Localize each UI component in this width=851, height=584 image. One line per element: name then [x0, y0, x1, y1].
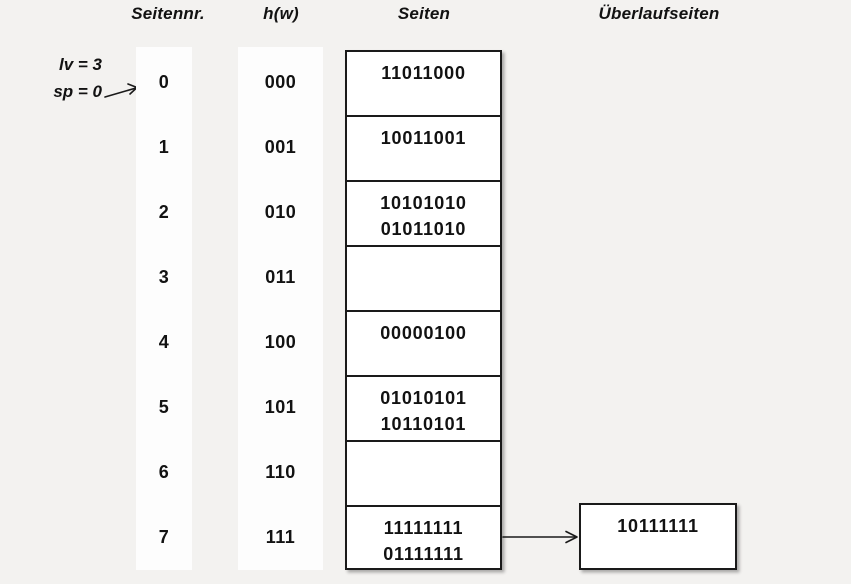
page-cell-6 — [347, 442, 500, 507]
page-cell-5: 01010101 10110101 — [347, 377, 500, 442]
page-number: 5 — [158, 397, 170, 417]
hash-value: 111 — [265, 527, 296, 547]
page-number: 3 — [158, 267, 170, 287]
page-number: 0 — [158, 72, 170, 92]
hash-column-background — [238, 47, 323, 570]
hash-value: 000 — [264, 72, 297, 92]
page-entry: 10110101 — [380, 414, 467, 434]
overflow-arrow-icon — [502, 530, 578, 544]
page-entry: 00000100 — [380, 323, 467, 343]
page-entry — [347, 346, 500, 372]
page-cell-1: 10011001 — [347, 117, 500, 182]
page-number: 2 — [158, 202, 170, 222]
page-entry: 01111111 — [383, 544, 464, 564]
page-cell-2: 10101010 01011010 — [347, 182, 500, 247]
page-entry: 11111111 — [383, 518, 464, 538]
page-entry — [347, 151, 500, 177]
hash-value: 001 — [264, 137, 297, 157]
column-header-overflow-pages: Überlaufseiten — [598, 4, 720, 23]
hash-value: 011 — [265, 267, 296, 287]
column-header-pages: Seiten — [397, 4, 451, 23]
page-number-column-background — [136, 47, 192, 570]
hash-value: 010 — [264, 202, 297, 222]
page-number: 6 — [158, 462, 170, 482]
split-pointer-annotation: sp = 0 — [53, 82, 102, 101]
page-cell-4: 00000100 — [347, 312, 500, 377]
page-number: 1 — [158, 137, 170, 157]
pages-table: 11011000 10011001 10101010 01011010 0000… — [345, 50, 502, 570]
state-annotation: lv = 3 sp = 0 — [18, 51, 102, 105]
page-entry: 11011000 — [381, 63, 466, 83]
page-entry — [347, 255, 500, 281]
level-annotation: lv = 3 — [58, 55, 102, 74]
page-cell-3 — [347, 247, 500, 312]
hash-value: 110 — [265, 462, 296, 482]
page-entry: 01010101 — [380, 388, 467, 408]
page-cell-7: 11111111 01111111 — [347, 507, 500, 571]
page-entry — [347, 86, 500, 112]
column-header-hash-function: h(w) — [263, 4, 299, 23]
column-header-page-number: Seitennr. — [131, 4, 205, 23]
page-entry: 01011010 — [380, 219, 467, 239]
page-number: 7 — [158, 527, 170, 547]
page-entry — [347, 476, 500, 502]
hash-value: 100 — [264, 332, 297, 352]
page-number-column: 0 1 2 3 4 5 6 7 — [136, 50, 192, 570]
hash-value: 101 — [264, 397, 297, 417]
hash-value-column: 000 001 010 011 100 101 110 111 — [238, 50, 323, 570]
overflow-page-box: 10111111 — [579, 503, 737, 570]
page-entry: 10101010 — [380, 193, 467, 213]
page-entry — [347, 281, 500, 307]
overflow-entry: 10111111 — [617, 516, 699, 536]
page-cell-0: 11011000 — [347, 52, 500, 117]
page-entry — [347, 450, 500, 476]
page-entry: 10011001 — [380, 128, 467, 148]
page-number: 4 — [158, 332, 170, 352]
